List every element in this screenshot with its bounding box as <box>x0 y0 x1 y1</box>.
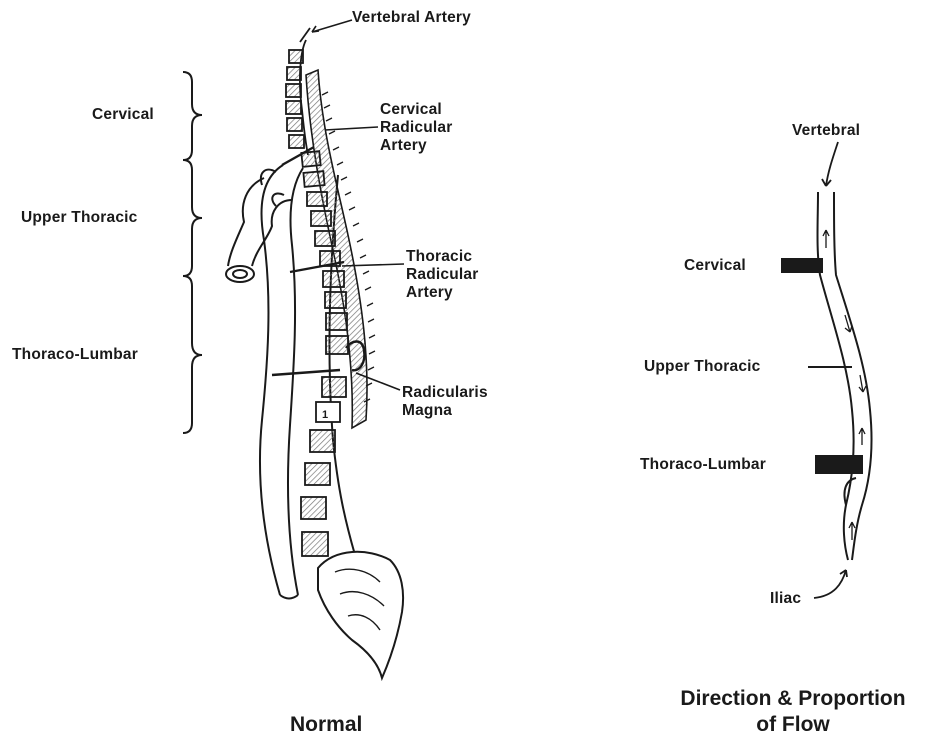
label-radicularis-magna: Radicularis Magna <box>402 384 488 420</box>
brace-thoraco-lumbar <box>183 276 202 433</box>
thoraco-lumbar-flow-bar <box>815 455 863 474</box>
cervical-flow-bar <box>781 258 823 273</box>
label-cervical-radicular-artery: Cervical Radicular Artery <box>380 101 452 155</box>
caption-direction-proportion: Direction & Proportion of Flow <box>650 686 936 738</box>
label-flow-iliac: Iliac <box>770 590 801 608</box>
svg-text:1: 1 <box>322 409 328 421</box>
label-flow-thoraco-lumbar: Thoraco-Lumbar <box>640 456 766 474</box>
label-region-cervical: Cervical <box>92 106 154 124</box>
label-region-thoraco-lumbar: Thoraco-Lumbar <box>12 346 138 364</box>
label-region-upper-thoracic: Upper Thoracic <box>21 209 138 227</box>
caption-normal: Normal <box>290 712 362 738</box>
brace-upper-thoracic <box>183 160 202 276</box>
label-flow-vertebral: Vertebral <box>792 122 860 140</box>
label-vertebral-artery: Vertebral Artery <box>352 9 471 27</box>
label-thoracic-radicular-artery: Thoracic Radicular Artery <box>406 248 478 302</box>
flow-diagram <box>808 142 872 598</box>
label-flow-upper-thoracic: Upper Thoracic <box>644 358 761 376</box>
region-braces <box>183 72 202 433</box>
brace-cervical <box>183 72 202 160</box>
label-flow-cervical: Cervical <box>684 257 746 275</box>
